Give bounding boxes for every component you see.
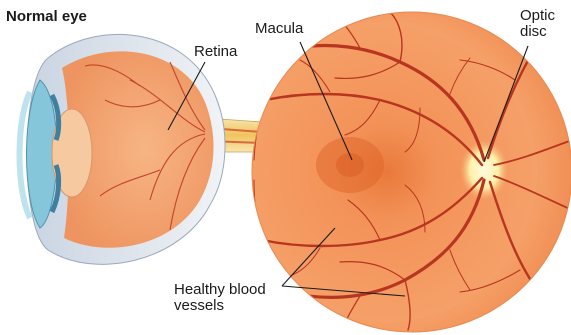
macula-label: Macula [255,21,303,37]
eye-cross-section [20,34,263,264]
optic-disc-label: Optic disc [520,8,555,40]
blood-vessels-label: Healthy blood vessels [174,282,266,314]
optic-disc-label-line1: Optic [520,8,555,24]
blood-vessels-label-line2: vessels [174,298,266,314]
figure-title: Normal eye [6,9,87,25]
blood-vessels-label-line1: Healthy blood [174,282,266,298]
retina-label: Retina [194,44,237,60]
optic-disc-label-line2: disc [520,24,555,40]
